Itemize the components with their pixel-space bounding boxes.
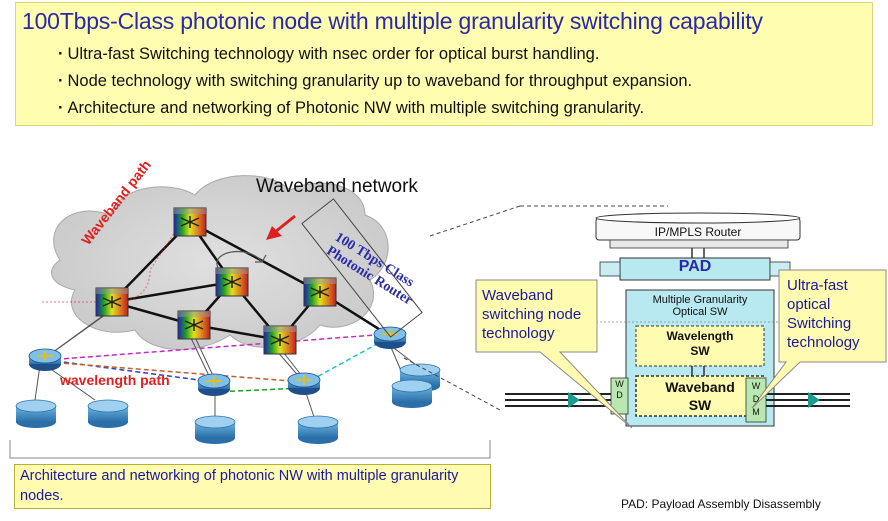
photonic-router-icon xyxy=(95,287,129,317)
edge-router-icon xyxy=(28,348,62,372)
edge-router-icon xyxy=(287,372,321,396)
photonic-router-icon xyxy=(215,267,249,297)
page-title: 100Tbps-Class photonic node with multipl… xyxy=(22,8,763,34)
callout-ultrafast-bubble xyxy=(751,269,887,409)
storage-icon xyxy=(194,415,236,445)
waveband-network-label: Waveband network xyxy=(256,176,418,197)
photonic-router-icon xyxy=(263,325,297,355)
photonic-router-icon xyxy=(177,310,211,340)
callout-waveband-bubble xyxy=(475,279,633,429)
node-detail xyxy=(505,212,875,427)
storage-icon xyxy=(391,379,433,409)
wavelength-sw-label: Wavelength SW xyxy=(666,329,734,358)
photonic-router-icon xyxy=(303,277,337,307)
waveband-sw-label: Waveband SW xyxy=(665,379,735,413)
bullet-3: Architecture and networking of Photonic … xyxy=(58,99,645,118)
pad-note: PAD: Payload Assembly Disassembly xyxy=(621,497,821,511)
bottom-caption-box xyxy=(14,464,491,509)
wdm-right-label: W D M xyxy=(751,381,761,417)
callout-ultrafast: Ultra-fast optical Switching technology xyxy=(787,277,860,351)
ip-router-label: IP/MPLS Router xyxy=(654,225,742,239)
storage-icon xyxy=(15,399,57,429)
pad-label: PAD xyxy=(678,258,712,275)
storage-icon xyxy=(87,399,129,429)
bullet-2: Node technology with switching granulari… xyxy=(58,72,693,91)
edge-router-icon xyxy=(197,373,231,397)
mg-sw-label: Multiple Granularity Optical SW xyxy=(652,294,748,318)
wdm-left-label: W D xyxy=(615,379,624,400)
storage-icon xyxy=(297,415,339,445)
callout-waveband-switching: Waveband switching node technology xyxy=(482,287,582,342)
wavelength-path-label: wavelength path xyxy=(60,372,170,388)
bottom-caption: Architecture and networking of photonic … xyxy=(20,468,459,504)
photonic-router-icon xyxy=(173,207,207,237)
bullet-1: Ultra-fast Switching technology with nse… xyxy=(58,45,600,64)
router-highlight-box xyxy=(301,198,423,338)
edge-router-icon xyxy=(373,326,407,350)
